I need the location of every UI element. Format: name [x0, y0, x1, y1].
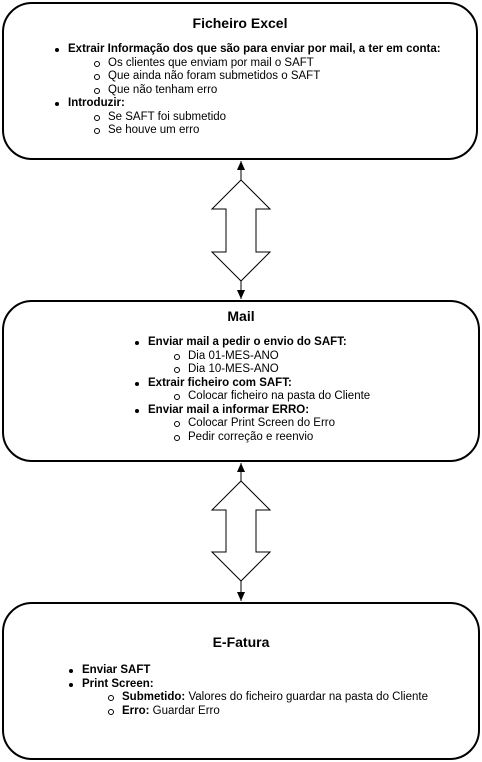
circle-bullet-icon	[94, 114, 100, 121]
mail-box-title: Mail	[227, 308, 255, 324]
bullet-icon	[135, 408, 139, 413]
sub-list-item: Que ainda não foram submetidos o SAFT	[68, 70, 441, 84]
efatura-box-content: Enviar SAFT Print Screen: Submetido: Val…	[68, 664, 428, 718]
mail-box-content: Enviar mail a pedir o envio do SAFT: Dia…	[134, 336, 370, 444]
circle-bullet-icon	[174, 394, 180, 400]
bullet-icon	[135, 341, 139, 345]
sub-list-item: Que não tenham erro	[68, 84, 441, 98]
bullet-icon	[69, 669, 73, 673]
list-item: Introduzir: Se SAFT foi submetido Se hou…	[54, 97, 441, 138]
circle-bullet-icon	[174, 421, 180, 427]
sub-list-item: Erro: Guardar Erro	[82, 705, 428, 719]
circle-bullet-icon	[108, 695, 114, 701]
circle-bullet-icon	[174, 434, 180, 441]
circle-bullet-icon	[94, 60, 100, 67]
bullet-icon	[55, 48, 59, 52]
double-arrow-icon	[210, 480, 272, 582]
bullet-icon	[69, 682, 73, 687]
arrow-down-icon	[237, 592, 245, 601]
arrow-down-icon	[237, 290, 245, 299]
double-arrow-icon	[210, 179, 272, 282]
connector-mail-efatura	[210, 463, 272, 601]
excel-box-title: Ficheiro Excel	[192, 15, 288, 31]
excel-box: Ficheiro Excel Extrair Informação dos qu…	[2, 2, 478, 160]
list-item: Extrair ficheiro com SAFT: Colocar fiche…	[134, 377, 370, 404]
bullet-icon	[55, 102, 59, 106]
mail-box: Mail Enviar mail a pedir o envio do SAFT…	[2, 300, 480, 462]
sub-list-item: Submetido: Valores do ficheiro guardar n…	[82, 691, 428, 705]
arrow-up-icon	[237, 463, 245, 472]
sub-list-item: Os clientes que enviam por mail o SAFT	[68, 57, 441, 71]
list-item: Enviar mail a informar ERRO: Colocar Pri…	[134, 404, 370, 445]
circle-bullet-icon	[94, 128, 100, 134]
sub-list-item: Se houve um erro	[68, 124, 441, 138]
sub-list-item: Dia 01-MES-ANO	[148, 350, 370, 364]
excel-box-content: Extrair Informação dos que são para envi…	[54, 43, 441, 138]
efatura-box-title: E-Fatura	[212, 634, 270, 650]
efatura-box: E-Fatura Enviar SAFT Print Screen: Subme…	[2, 602, 480, 760]
list-item: Print Screen: Submetido: Valores do fich…	[68, 678, 428, 719]
circle-bullet-icon	[94, 74, 100, 80]
bullet-icon	[135, 381, 139, 386]
list-item: Extrair Informação dos que são para envi…	[54, 43, 441, 97]
circle-bullet-icon	[94, 87, 100, 94]
sub-list-item: Dia 10-MES-ANO	[148, 363, 370, 377]
sub-list-item: Colocar Print Screen do Erro	[148, 417, 370, 431]
sub-list-item: Se SAFT foi submetido	[68, 111, 441, 125]
circle-bullet-icon	[108, 708, 114, 715]
sub-list-item: Colocar ficheiro na pasta do Cliente	[148, 390, 370, 404]
list-item: Enviar SAFT	[68, 664, 428, 678]
connector-excel-mail	[210, 161, 272, 299]
list-item: Enviar mail a pedir o envio do SAFT: Dia…	[134, 336, 370, 377]
circle-bullet-icon	[174, 353, 180, 360]
arrow-up-icon	[237, 161, 245, 170]
sub-list-item: Pedir correção e reenvio	[148, 431, 370, 445]
circle-bullet-icon	[174, 367, 180, 373]
